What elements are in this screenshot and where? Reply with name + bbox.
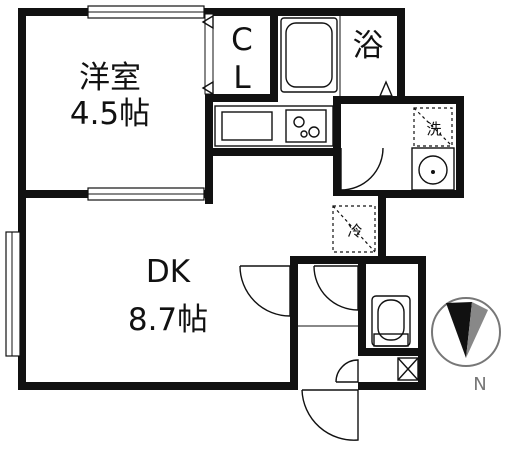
dk-room-size: 8.7帖: [128, 302, 208, 338]
compass: [431, 297, 501, 367]
closet-doors: [201, 13, 214, 96]
pipe-space: [397, 357, 419, 381]
western-room-size: 4.5帖: [70, 96, 150, 132]
compass-north-label: N: [473, 374, 486, 395]
washer-label: 洗: [426, 120, 441, 138]
labels: 洋室 4.5帖 C L 浴 洗 冷 DK 8.7帖 N: [70, 22, 487, 395]
kitchen-counter: [214, 105, 334, 147]
bath-label: 浴: [353, 28, 384, 64]
doors: [239, 265, 359, 441]
closet-label-c: C: [231, 22, 253, 58]
bathtub: [280, 16, 394, 97]
toilet: [371, 295, 411, 347]
closet-label-l: L: [233, 60, 251, 96]
fridge-label: 冷: [347, 222, 362, 240]
windows: [5, 5, 205, 357]
dk-room-name: DK: [146, 254, 191, 290]
western-room-name: 洋室: [79, 60, 141, 96]
fridge-space: [332, 205, 376, 253]
wash-room: [340, 107, 455, 191]
